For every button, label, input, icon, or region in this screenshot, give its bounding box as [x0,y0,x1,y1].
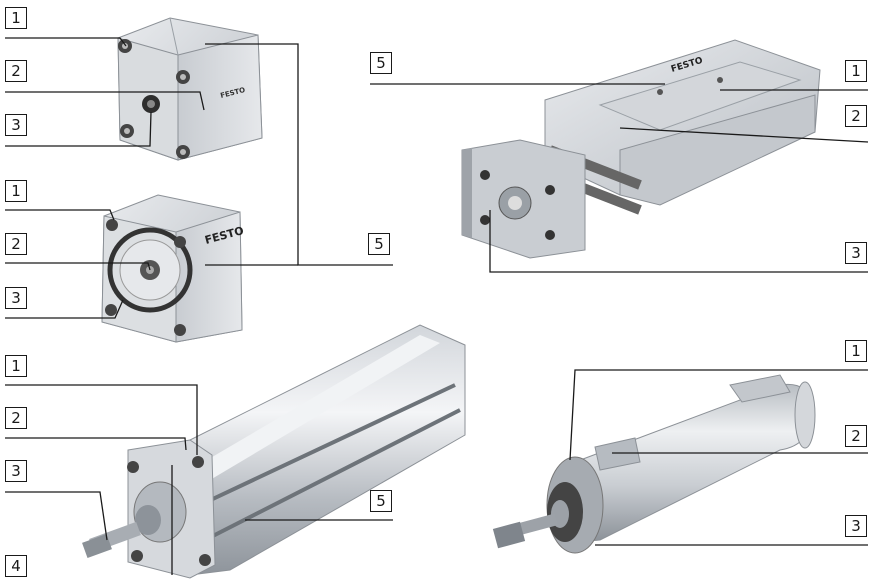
callout-label: 3 [845,242,867,264]
callout-label: 2 [845,105,867,127]
callout-label: 5 [370,52,392,74]
callout-label: 3 [5,287,27,309]
callout-label: 2 [845,425,867,447]
callout-label: 2 [5,60,27,82]
profile-cylinder [82,324,466,579]
compact-cylinder-b: FESTO [101,194,245,343]
callout-label: 1 [845,60,867,82]
callout-label: 3 [5,460,27,482]
leader-lines [5,37,869,575]
compact-cylinder-a: FESTO [117,17,263,161]
round-cylinder [492,374,816,554]
callout-label: 5 [370,490,392,512]
callout-label: 2 [5,407,27,429]
callout-label: 1 [5,355,27,377]
callout-label: 4 [5,555,27,577]
slide-unit: FESTO [461,39,821,259]
callout-label: 5 [368,233,390,255]
callout-label: 2 [5,233,27,255]
callout-label: 1 [845,340,867,362]
callout-label: 3 [845,515,867,537]
callout-label: 3 [5,114,27,136]
callout-label: 1 [5,7,27,29]
callout-label: 1 [5,180,27,202]
